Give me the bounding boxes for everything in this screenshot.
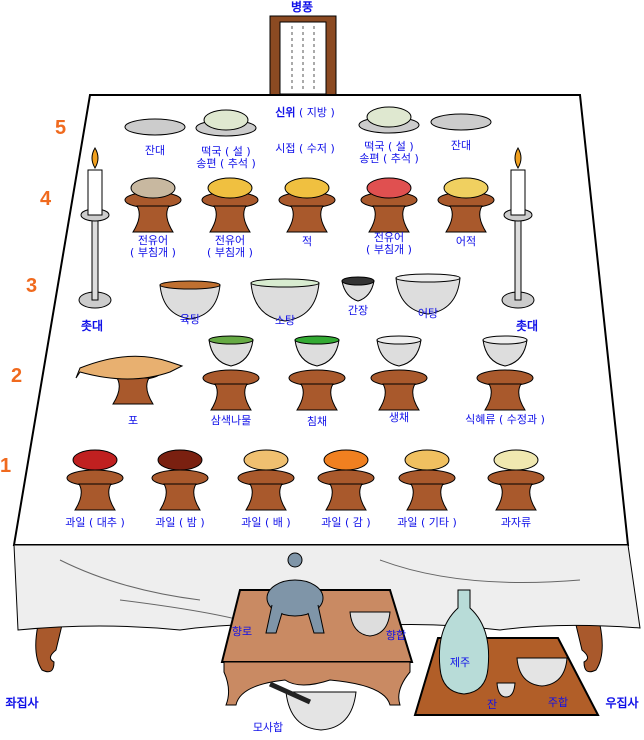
label-row3-item-2: 소탕	[274, 314, 296, 327]
label-row4-item-5: 어적	[455, 235, 477, 248]
label-row2-item-3: 침채	[306, 415, 328, 428]
label-row4-item-4: 전유어( 부침개 )	[366, 231, 412, 256]
row3-bowl-icon-2	[250, 278, 320, 322]
label-row2-item-2: 삼색나물	[210, 414, 252, 427]
label-right-rice-cake: 떡국 ( 설 )송편 ( 추석 )	[359, 140, 419, 165]
label-left-rice-cake: 떡국 ( 설 )송편 ( 추석 )	[196, 145, 256, 170]
label-cup: 잔	[486, 698, 498, 711]
right-candle-icon	[501, 147, 535, 309]
row3-bowl-icon-3	[341, 276, 375, 302]
label-row1-item-4: 과일 ( 감 )	[321, 516, 371, 529]
row1-dish-icon-2	[151, 449, 209, 511]
table-legs	[35, 624, 603, 673]
dried-fish-icon	[75, 355, 184, 405]
wine-bowl-icon	[516, 657, 568, 687]
right-rice-cake-icon	[358, 106, 420, 134]
label-right-candle: 촛대	[515, 319, 539, 333]
incense-box-icon	[349, 611, 391, 637]
label-spoon: 시접 ( 수저 )	[275, 142, 335, 155]
wine-bottle-icon	[438, 589, 490, 695]
row4-dish-icon-3	[278, 177, 336, 233]
row1-dish-icon-1	[66, 449, 124, 511]
label-wine-bowl: 주합	[547, 696, 569, 709]
folding-screen-label: 병풍	[290, 0, 314, 14]
row1-dish-icon-6	[487, 449, 545, 511]
label-wine-bottle: 제주	[449, 656, 471, 669]
row2-dish-icon-3	[370, 335, 428, 411]
row-number-2: 2	[11, 365, 23, 387]
label-left-candle: 촛대	[80, 319, 104, 333]
label-row1-item-2: 과일 ( 밤 )	[155, 516, 205, 529]
wine-tray	[413, 589, 600, 716]
right-cup-icon	[430, 113, 492, 131]
row-number-5: 5	[55, 117, 67, 139]
row1-dish-icon-5	[398, 449, 456, 511]
label-right-assistant: 우집사	[605, 696, 639, 710]
label-row3-item-1: 육탕	[179, 313, 201, 326]
label-row4-item-2: 전유어( 부침개 )	[207, 234, 253, 259]
row-number-3: 3	[26, 275, 38, 297]
row2-dish-icon-2	[288, 335, 346, 411]
label-left-assistant: 좌집사	[5, 696, 39, 710]
label-row4-item-3: 적	[301, 235, 313, 248]
cup-icon	[496, 682, 516, 698]
label-row2-item-1: 포	[127, 414, 139, 427]
label-row1-item-6: 과자류	[500, 516, 532, 529]
row2-dish-icon-4	[476, 335, 534, 411]
label-row3-item-4: 어탕	[417, 307, 439, 320]
label-row2-item-5: 식혜류 ( 수정과 )	[465, 413, 545, 426]
folding-screen	[269, 15, 337, 97]
row1-dish-icon-3	[237, 449, 295, 511]
label-incense-box: 향합	[385, 629, 407, 642]
label-spirit-tablet: 신위 ( 지방 )	[275, 106, 335, 119]
label-row1-item-1: 과일 ( 대추 )	[65, 516, 125, 529]
label-incense-burner: 향로	[231, 625, 253, 638]
row-number-1: 1	[0, 455, 12, 477]
label-row3-item-3: 간장	[347, 304, 369, 317]
row3-bowl-icon-1	[159, 280, 221, 320]
row2-dish-icon-1	[202, 335, 260, 411]
row3-bowl-icon-4	[395, 273, 461, 315]
label-right-cup: 잔대	[450, 139, 472, 152]
label-row1-item-3: 과일 ( 배 )	[241, 516, 291, 529]
incense-burner-icon	[265, 552, 325, 634]
left-rice-cake-icon	[195, 109, 257, 137]
row4-dish-icon-2	[201, 177, 259, 233]
label-sand-bowl: 모사합	[252, 721, 284, 734]
row4-dish-icon-5	[437, 177, 495, 233]
left-cup-icon	[124, 118, 186, 136]
row4-dish-icon-1	[124, 177, 182, 233]
label-left-cup: 잔대	[144, 144, 166, 157]
label-row2-item-4: 생채	[388, 411, 410, 424]
label-row1-item-5: 과일 ( 기타 )	[397, 516, 457, 529]
label-row4-item-1: 전유어( 부침개 )	[130, 234, 176, 259]
row1-dish-icon-4	[317, 449, 375, 511]
left-candle-icon	[78, 147, 112, 309]
row-number-4: 4	[40, 188, 52, 210]
row4-dish-icon-4	[360, 177, 418, 233]
